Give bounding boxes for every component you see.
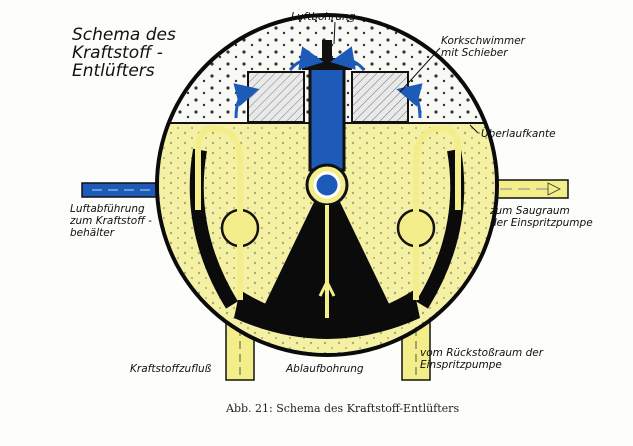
- label-rueckstoss-2: Einspritzpumpe: [420, 359, 502, 371]
- label-ablaufbohrung: Ablaufbohrung: [285, 363, 364, 375]
- label-saugraum-2: der Einspritzpumpe: [490, 217, 593, 229]
- label-korkschwimmer-2: mit Schieber: [441, 47, 508, 59]
- title-line-1: Schema des: [72, 25, 176, 45]
- figure-caption: Abb. 21: Schema des Kraftstoff-Entlüfter…: [225, 402, 459, 415]
- drain-floor: [234, 290, 420, 339]
- air-arrow-left: [233, 83, 260, 119]
- label-luftabfuehrung-2: zum Kraftstoff -: [69, 215, 152, 227]
- title-line-2: Kraftstoff -: [72, 43, 163, 63]
- air-arrow-right: [396, 83, 423, 119]
- label-ueberlaufkante: Überlaufkante: [481, 127, 556, 140]
- label-luftbohrung: Luftbohrung: [291, 11, 356, 23]
- label-luftabfuehrung-3: behälter: [70, 227, 115, 239]
- central-ring-inner: [313, 171, 341, 199]
- housing: [155, 13, 499, 357]
- air-arrow-center-left: [288, 46, 324, 71]
- label-rueckstoss-1: vom Rückstoßraum der: [420, 347, 544, 359]
- drain-flow-arrow: [318, 278, 336, 297]
- leader-luftbohrung: [333, 21, 336, 45]
- label-saugraum-1: zum Saugraum: [489, 205, 570, 217]
- left-fuel-riser: [195, 124, 243, 300]
- suction-flow-arrow: [547, 182, 561, 196]
- cork-float-right: [351, 71, 409, 123]
- leader-korkschwimmer: [399, 47, 441, 93]
- central-air-channel: [308, 58, 346, 172]
- air-bore-top: [322, 40, 332, 60]
- right-fuel-riser: [413, 124, 461, 300]
- label-luftabfuehrung-1: Luftabführung: [70, 203, 145, 215]
- title-line-3: Entlüfters: [72, 61, 155, 81]
- air-arrow-center-right: [330, 46, 366, 71]
- label-korkschwimmer-1: Korkschwimmer: [441, 35, 526, 47]
- cork-float-left: [247, 71, 305, 123]
- leader-ueberlaufkante: [469, 124, 479, 134]
- label-kraftstoffzufluss: Kraftstoffzufluß: [130, 363, 212, 375]
